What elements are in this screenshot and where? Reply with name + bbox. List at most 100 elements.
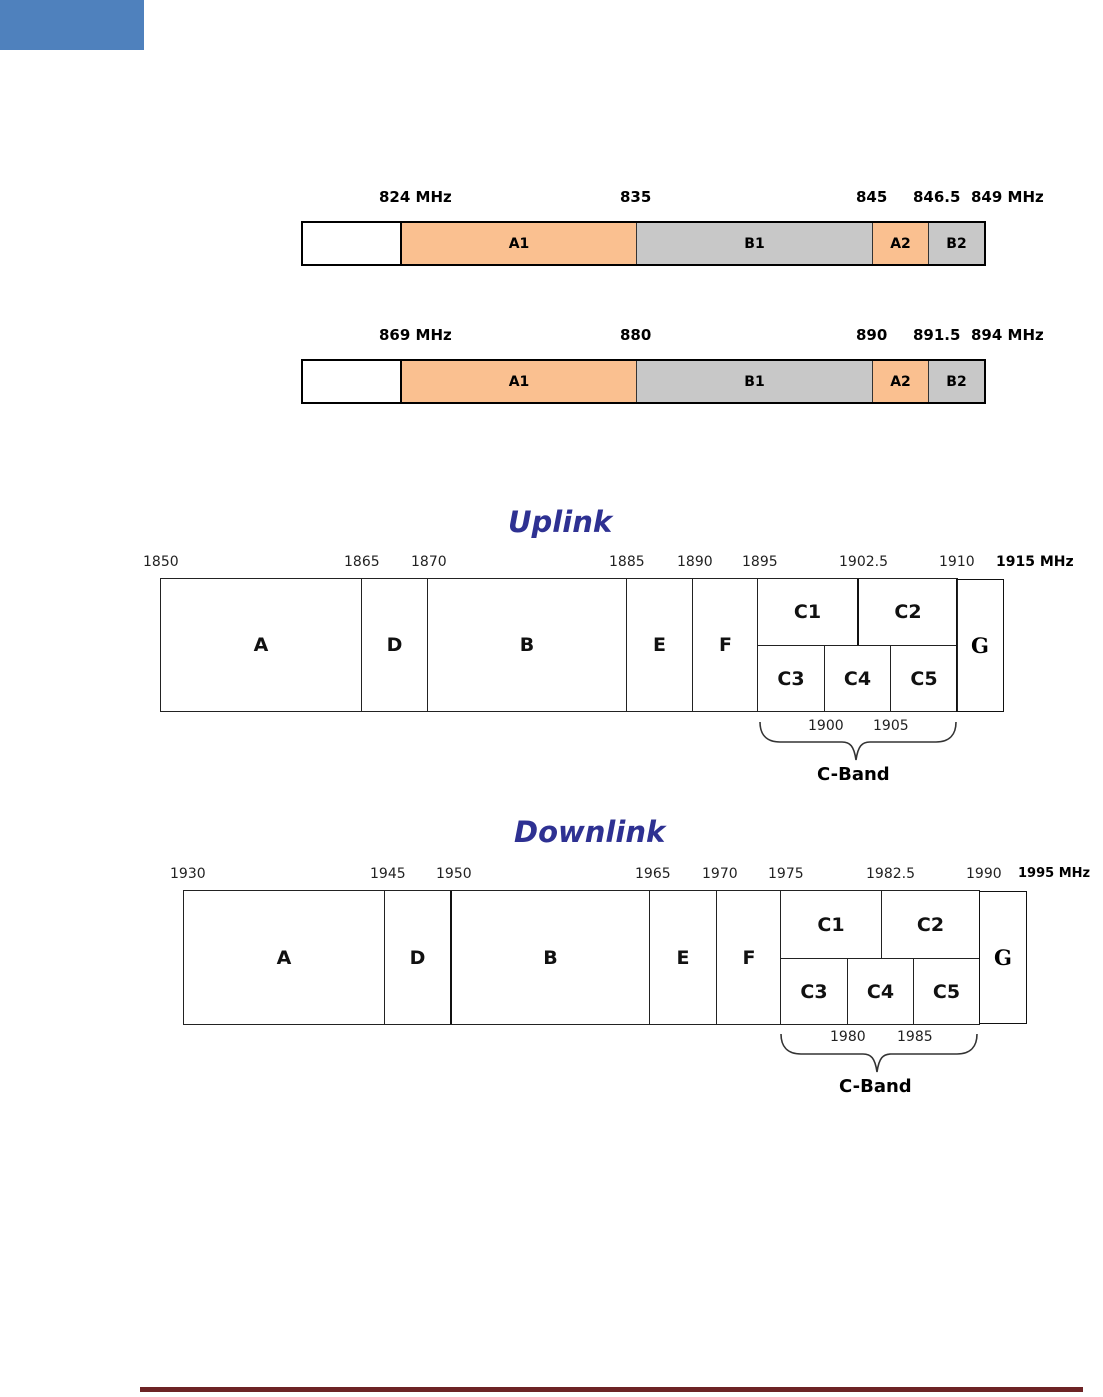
uplink-heading: Uplink: [508, 505, 612, 539]
freq-tick: 1890: [677, 553, 713, 571]
block-label: E: [653, 634, 666, 656]
empty-block: [303, 223, 401, 264]
block-c2: C2: [857, 579, 957, 645]
block-f: F: [716, 891, 781, 1024]
pcs-uplink-cband: C1 C2 C3 C4 C5: [757, 578, 958, 712]
block-label: C5: [910, 668, 937, 690]
freq-label: 824 MHz: [379, 188, 452, 206]
block-c5: C5: [890, 645, 957, 711]
block-b: B: [427, 579, 626, 711]
block-label: G: [971, 633, 989, 658]
block-label: D: [387, 634, 403, 656]
freq-tick: 1902.5: [839, 553, 888, 571]
freq-tick: 1970: [702, 865, 738, 883]
block-label: C2: [917, 914, 944, 936]
block-label: B: [520, 634, 534, 656]
block-label: A2: [890, 374, 911, 390]
cband-label: C-Band: [839, 1076, 912, 1097]
block-e: E: [649, 891, 716, 1024]
block-g: G: [956, 579, 1004, 712]
downlink-heading: Downlink: [514, 815, 665, 849]
block-label: C3: [777, 668, 804, 690]
block-label: B1: [744, 374, 764, 390]
block-a: A: [161, 579, 361, 711]
block-label: E: [677, 947, 690, 969]
freq-tick: 1982.5: [866, 865, 915, 883]
block-label: D: [410, 947, 426, 969]
freq-end-label: 1995 MHz: [1018, 865, 1090, 883]
freq-label: 869 MHz: [379, 326, 452, 344]
block-label: B1: [744, 236, 764, 252]
freq-label: 849 MHz: [971, 188, 1044, 206]
block-f: F: [692, 579, 758, 711]
freq-tick: 1885: [609, 553, 645, 571]
block-c2: C2: [881, 891, 979, 958]
block-label: C4: [844, 668, 871, 690]
freq-label: 835: [620, 188, 651, 206]
freq-tick: 1895: [742, 553, 778, 571]
freq-label: 890: [856, 326, 887, 344]
block-a2: A2: [872, 223, 928, 264]
block-c4: C4: [824, 645, 890, 711]
block-label: B2: [946, 374, 966, 390]
block-c3: C3: [758, 645, 824, 711]
block-d: D: [384, 891, 450, 1024]
freq-tick: 1910: [939, 553, 975, 571]
block-g: G: [979, 891, 1027, 1024]
freq-tick: 1850: [143, 553, 179, 571]
freq-tick: 1865: [344, 553, 380, 571]
pcs-downlink-cband: C1 C2 C3 C4 C5: [780, 890, 980, 1025]
block-b2: B2: [928, 223, 984, 264]
pcs-uplink-band: A D B E F: [160, 578, 758, 712]
freq-label: 880: [620, 326, 651, 344]
header-tab-decoration: [0, 0, 144, 50]
block-e: E: [626, 579, 692, 711]
freq-tick: 1945: [370, 865, 406, 883]
block-b2: B2: [928, 361, 984, 402]
block-a1: A1: [400, 361, 636, 402]
cellular-downlink-bar: A1 B1 A2 B2: [301, 359, 986, 404]
block-label: A2: [890, 236, 911, 252]
block-c4: C4: [847, 958, 913, 1024]
pcs-downlink-band: A D B E F: [183, 890, 781, 1025]
block-label: C4: [867, 981, 894, 1003]
block-label: F: [743, 947, 756, 969]
block-a: A: [184, 891, 384, 1024]
freq-label: 891.5: [913, 326, 960, 344]
block-label: B2: [946, 236, 966, 252]
block-b1: B1: [636, 223, 872, 264]
block-a1: A1: [400, 223, 636, 264]
block-label: C2: [894, 601, 921, 623]
block-label: A1: [509, 374, 530, 390]
freq-label: 845: [856, 188, 887, 206]
block-label: A1: [509, 236, 530, 252]
block-c1: C1: [758, 579, 857, 645]
block-label: C5: [933, 981, 960, 1003]
block-b: B: [450, 891, 649, 1024]
freq-label: 894 MHz: [971, 326, 1044, 344]
block-label: B: [543, 947, 557, 969]
block-label: A: [277, 947, 292, 969]
block-c1: C1: [781, 891, 881, 958]
freq-label: 846.5: [913, 188, 960, 206]
block-d: D: [361, 579, 427, 711]
block-label: A: [254, 634, 269, 656]
cellular-uplink-bar: A1 B1 A2 B2: [301, 221, 986, 266]
freq-tick: 1930: [170, 865, 206, 883]
block-c3: C3: [781, 958, 847, 1024]
block-a2: A2: [872, 361, 928, 402]
block-label: C3: [800, 981, 827, 1003]
block-c5: C5: [913, 958, 979, 1024]
cband-label: C-Band: [817, 764, 890, 785]
block-label: C1: [794, 601, 821, 623]
freq-end-label: 1915 MHz: [996, 553, 1074, 571]
block-label: G: [994, 945, 1012, 970]
freq-tick: 1965: [635, 865, 671, 883]
footer-rule: [140, 1387, 1083, 1392]
freq-tick: 1950: [436, 865, 472, 883]
block-b1: B1: [636, 361, 872, 402]
block-label: F: [719, 634, 732, 656]
freq-tick: 1870: [411, 553, 447, 571]
empty-block: [303, 361, 401, 402]
cband-brace: [779, 1032, 979, 1080]
